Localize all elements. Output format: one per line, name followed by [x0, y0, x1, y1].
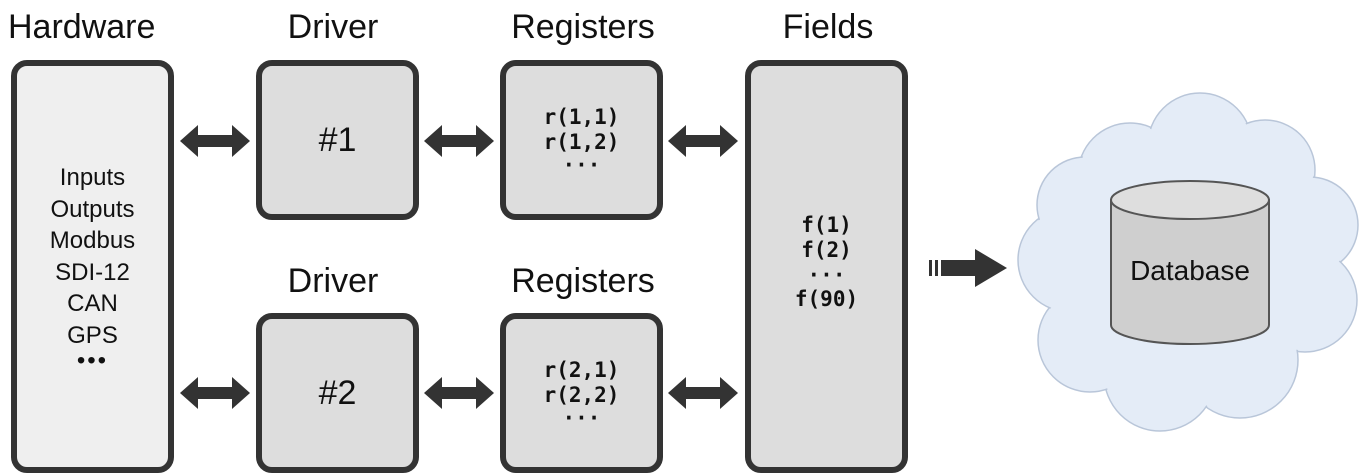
driver-box-2: #2 [256, 313, 419, 473]
double-arrow-icon [424, 125, 494, 157]
field-item: f(90) [794, 287, 859, 311]
hardware-item-outputs: Outputs [50, 195, 135, 223]
heading-registers-top: Registers [511, 8, 655, 46]
double-arrow-icon [180, 377, 250, 409]
register-ellipsis: ··· [562, 406, 601, 430]
double-arrow-icon [180, 125, 250, 157]
double-arrow-icon [424, 377, 494, 409]
hardware-item-modbus: Modbus [49, 227, 136, 254]
hardware-item-can: CAN [67, 290, 118, 317]
register-item: r(2,1) [543, 358, 620, 382]
registers-list-2: r(2,1) r(2,2) ··· [543, 358, 620, 430]
register-item: r(2,2) [543, 383, 620, 407]
heading-registers-bottom: Registers [511, 262, 655, 300]
heading-driver-bottom: Driver [287, 262, 379, 300]
hardware-item-gps: GPS [67, 321, 118, 349]
heading-driver-top: Driver [287, 8, 379, 46]
database-cylinder-icon [1110, 180, 1270, 345]
driver-label-2: #2 [318, 373, 357, 412]
registers-list-1: r(1,1) r(1,2) ··· [543, 105, 620, 177]
field-item: f(2) [801, 238, 852, 262]
heading-hardware: Hardware [8, 8, 156, 46]
field-item: f(1) [801, 213, 852, 237]
registers-box-2: r(2,1) r(2,2) ··· [500, 313, 663, 473]
double-arrow-icon [668, 377, 738, 409]
field-ellipsis: ··· [807, 263, 846, 287]
registers-box-1: r(1,1) r(1,2) ··· [500, 60, 663, 220]
hardware-list: Inputs Outputs Modbus SDI-12 CAN GPS ••• [49, 162, 136, 374]
hardware-item-inputs: Inputs [59, 164, 126, 191]
heading-fields: Fields [782, 8, 874, 46]
database-label: Database [1130, 255, 1250, 286]
fields-box: f(1) f(2) ··· f(90) [745, 60, 908, 473]
fields-list: f(1) f(2) ··· f(90) [795, 213, 858, 312]
register-item: r(1,2) [543, 130, 620, 154]
register-ellipsis: ··· [562, 153, 601, 177]
register-item: r(1,1) [543, 105, 620, 129]
double-arrow-icon [668, 125, 738, 157]
hardware-box: Inputs Outputs Modbus SDI-12 CAN GPS ••• [11, 60, 174, 473]
driver-label-1: #1 [318, 120, 357, 159]
push-arrow-icon [929, 249, 1007, 287]
hardware-item-sdi12: SDI-12 [55, 258, 130, 286]
driver-box-1: #1 [256, 60, 419, 220]
hardware-item-ellipsis: ••• [76, 347, 109, 374]
